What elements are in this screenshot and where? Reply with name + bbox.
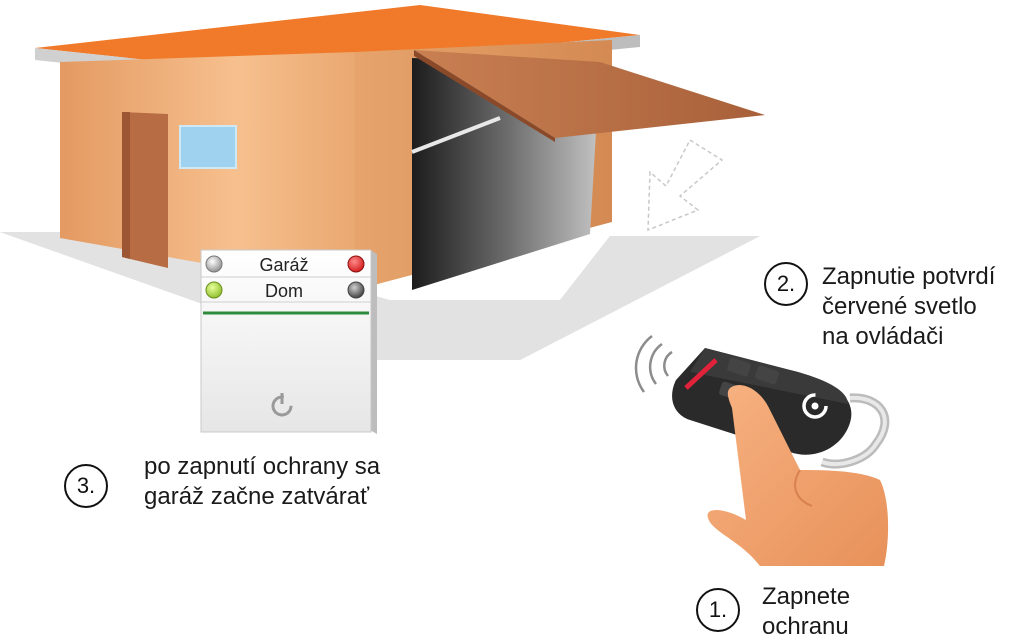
dom-gray-indicator xyxy=(347,281,365,299)
remote-red-stripe xyxy=(684,358,718,390)
roof-top xyxy=(35,5,640,72)
step-2-number-badge: 2. xyxy=(764,262,808,306)
window xyxy=(179,125,237,169)
step-2-caption-line-2: červené svetlo xyxy=(822,293,977,320)
side-door xyxy=(122,112,168,268)
step-2-caption-line-1: Zapnutie potvrdí xyxy=(822,263,996,290)
step-1-number-badge: 1. xyxy=(696,588,740,632)
remote-power-icon[interactable] xyxy=(802,393,828,419)
step-1-caption-line-2: ochranu xyxy=(762,613,849,640)
garaz-red-indicator xyxy=(347,255,365,273)
step-2: 2. Zapnutie potvrdí červené svetlo na ov… xyxy=(764,262,995,352)
step-3-caption-line-2: garáž začne zatvárať xyxy=(144,483,370,510)
closing-arrow-icon xyxy=(647,138,724,232)
garage-door-panel xyxy=(414,50,765,138)
dom-green-indicator xyxy=(205,281,223,299)
alarm-control-panel: Garáž Dom xyxy=(200,249,377,434)
panel-row-label-dom: Dom xyxy=(265,281,303,301)
step-3: 3. po zapnutí ochrany sa garáž začne zat… xyxy=(64,452,380,512)
step-3-number-badge: 3. xyxy=(64,464,108,508)
signal-waves-icon xyxy=(634,335,673,393)
step-3-caption: po zapnutí ochrany sa garáž začne zatvár… xyxy=(144,452,380,512)
step-3-caption-line-1: po zapnutí ochrany sa xyxy=(144,453,381,480)
garaz-gray-indicator xyxy=(205,255,223,273)
step-2-caption-line-3: na ovládači xyxy=(822,323,944,350)
panel-row-label-garaz: Garáž xyxy=(259,255,308,275)
panel-power-icon xyxy=(271,393,293,417)
step-2-caption: Zapnutie potvrdí červené svetlo na ovlád… xyxy=(822,262,995,352)
step-1-caption-line-1: Zapnete xyxy=(762,583,851,610)
step-1-caption: Zapnete ochranu xyxy=(762,582,850,642)
step-1: 1. Zapnete ochranu xyxy=(696,582,850,642)
